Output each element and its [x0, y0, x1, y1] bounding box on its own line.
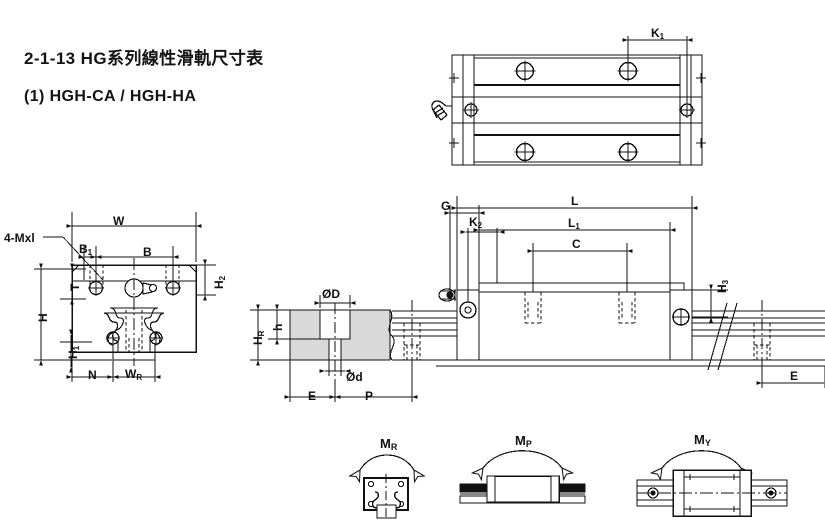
- dim-label-G: G: [441, 199, 451, 213]
- dimension-E-right: [756, 366, 825, 388]
- dimension-Od: [319, 360, 351, 376]
- dimension-WR: [107, 360, 161, 382]
- title-block: 2-1-13 HG系列線性滑軌尺寸表 (1) HGH-CA / HGH-HA: [24, 44, 264, 106]
- dimension-K2: [460, 228, 505, 302]
- moment-label-MP: MP: [515, 433, 532, 449]
- page-title: 2-1-13 HG系列線性滑軌尺寸表: [24, 49, 264, 68]
- dimension-L: [451, 196, 698, 290]
- dimension-B: [90, 246, 179, 280]
- dim-label-E-rail: E: [308, 389, 317, 403]
- dim-label-E-right: E: [790, 369, 799, 383]
- grease-nipple-icon: [431, 100, 452, 121]
- dimension-E-P: [284, 360, 418, 402]
- dimension-B1: [78, 246, 102, 280]
- dim-label-W: W: [113, 214, 125, 228]
- moment-roll: [360, 454, 414, 520]
- moment-yaw: [636, 450, 788, 517]
- dim-label-N: N: [88, 368, 97, 382]
- dimension-C: [527, 243, 633, 292]
- top-view-block: [431, 36, 706, 166]
- moment-label-MR: MR: [380, 436, 398, 452]
- dim-label-B: B: [143, 245, 152, 259]
- dimension-OD: [314, 295, 356, 308]
- dimension-h: [268, 304, 320, 345]
- callout-leader-4mxl: [43, 236, 104, 281]
- dim-label-L1: L1: [568, 216, 580, 231]
- callout-4mxl: 4-Mxl: [4, 231, 35, 245]
- side-assembly-view: [436, 196, 825, 388]
- rail-section-view: [250, 295, 436, 402]
- dim-label-L: L: [571, 194, 579, 208]
- dimension-H3: [692, 284, 728, 323]
- dimension-H1: [60, 329, 92, 373]
- dim-label-K2: K2: [469, 215, 483, 230]
- dimension-W: [66, 212, 202, 262]
- dimension-L1: [473, 222, 676, 290]
- front-section-view: [34, 212, 216, 382]
- dim-label-H2: H2: [212, 275, 227, 289]
- dim-label-h: h: [271, 323, 285, 331]
- dim-label-OD: ØD: [322, 287, 340, 301]
- dim-label-WR: WR: [125, 367, 143, 382]
- page-subtitle: (1) HGH-CA / HGH-HA: [24, 88, 197, 105]
- moment-label-MY: MY: [694, 432, 711, 448]
- dim-label-H: H: [36, 313, 50, 322]
- dim-label-HR: HR: [251, 330, 266, 345]
- dimension-K1: [622, 36, 693, 105]
- dimension-H2: [196, 259, 216, 301]
- dim-label-B1: B1: [79, 242, 93, 257]
- grease-nipple-side-icon: [438, 288, 456, 302]
- dim-label-Od: Ød: [346, 370, 363, 384]
- dim-label-T: T: [68, 283, 82, 291]
- moment-pitch: [459, 450, 586, 504]
- dim-label-H1: H1: [66, 345, 81, 359]
- dim-label-C: C: [572, 237, 581, 251]
- dim-label-H3: H3: [715, 279, 730, 293]
- dim-label-P: P: [365, 389, 374, 403]
- dim-label-K1: K1: [651, 26, 665, 41]
